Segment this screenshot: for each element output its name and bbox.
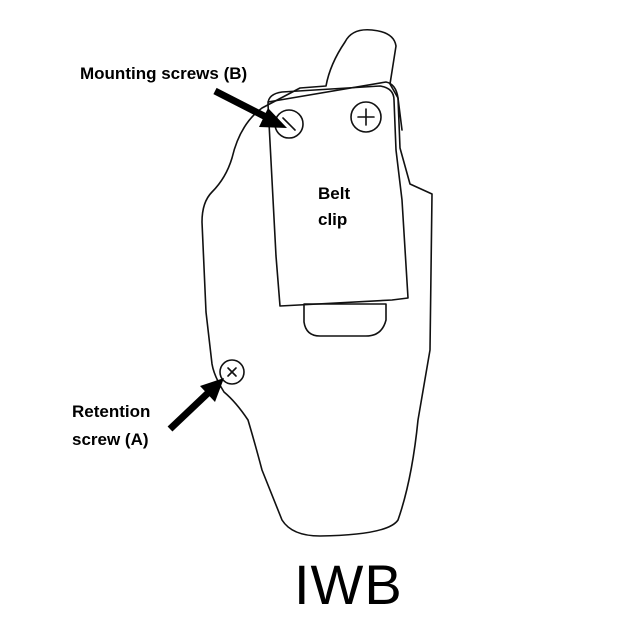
holster-rear-panel [201, 28, 433, 537]
retention-screw [219, 359, 245, 385]
mounting-screws-label: Mounting screws (B) [80, 64, 248, 83]
retention-screw-label-line1: Retention [72, 402, 151, 421]
arrow-to-mounting-screws [213, 87, 287, 128]
belt-clip-label-line1: Belt [318, 184, 351, 203]
mounting-screw-right [350, 101, 382, 133]
belt-clip-label-line2: clip [318, 210, 348, 229]
retention-screw-label-line2: screw (A) [72, 430, 149, 449]
belt-clip-rear-edge [267, 81, 403, 131]
arrow-to-retention-screw [167, 378, 224, 432]
clip-slot-tab [303, 303, 387, 337]
belt-clip-plate [267, 85, 409, 307]
diagram-title: IWB [294, 553, 403, 616]
